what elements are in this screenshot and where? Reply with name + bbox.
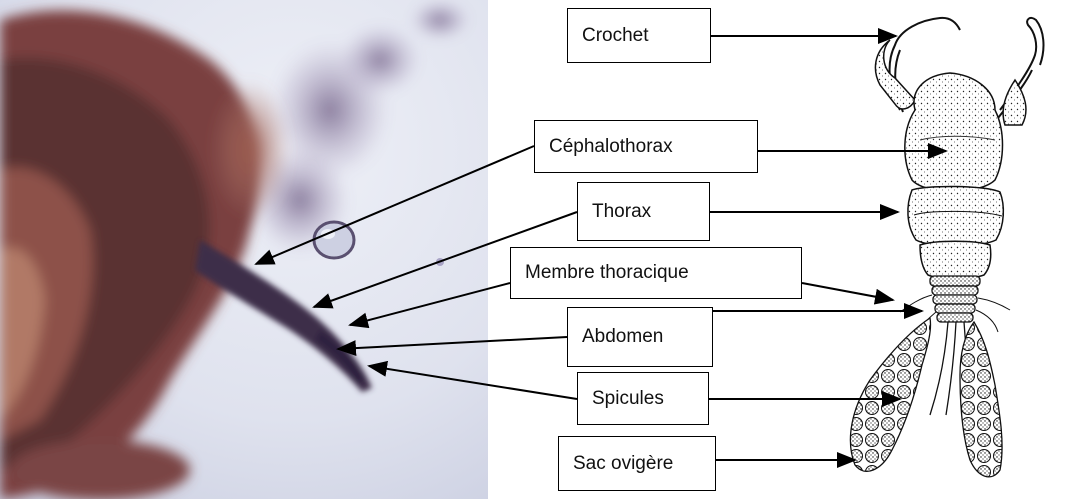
- label-crochet-text: Crochet: [582, 25, 649, 47]
- label-membre-thoracique-text: Membre thoracique: [525, 262, 689, 284]
- label-thorax-text: Thorax: [592, 201, 651, 223]
- label-membre-thoracique: Membre thoracique: [510, 247, 802, 299]
- label-abdomen-text: Abdomen: [582, 326, 663, 348]
- label-spicules-text: Spicules: [592, 388, 664, 410]
- microscope-photo: [0, 0, 488, 499]
- label-thorax: Thorax: [577, 182, 710, 241]
- label-crochet: Crochet: [567, 8, 711, 63]
- label-cephalothorax-text: Céphalothorax: [549, 136, 673, 158]
- label-cephalothorax: Céphalothorax: [534, 120, 758, 173]
- parasite-drawing: [800, 0, 1070, 499]
- label-sac-ovigere: Sac ovigère: [558, 436, 716, 491]
- label-abdomen: Abdomen: [567, 307, 713, 367]
- label-spicules: Spicules: [577, 372, 709, 425]
- label-sac-ovigere-text: Sac ovigère: [573, 453, 673, 475]
